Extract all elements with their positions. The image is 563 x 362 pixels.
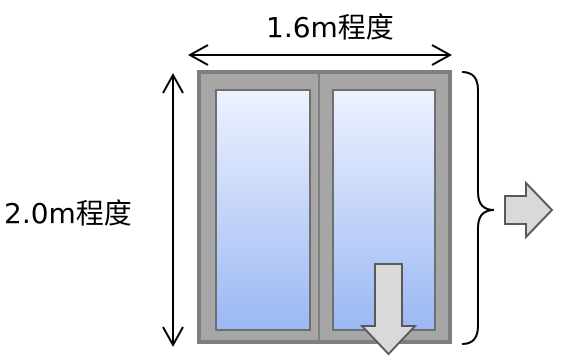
left-glass-pane [215,89,311,331]
right-brace [461,71,495,345]
down-arrow-icon [359,263,418,356]
width-label: 1.6m程度 [266,11,394,44]
height-label: 2.0m程度 [4,197,132,230]
right-arrow-icon [504,180,554,240]
height-dimension-arrow [162,72,184,348]
sliding-window [197,70,452,344]
width-dimension-arrow [187,44,453,66]
